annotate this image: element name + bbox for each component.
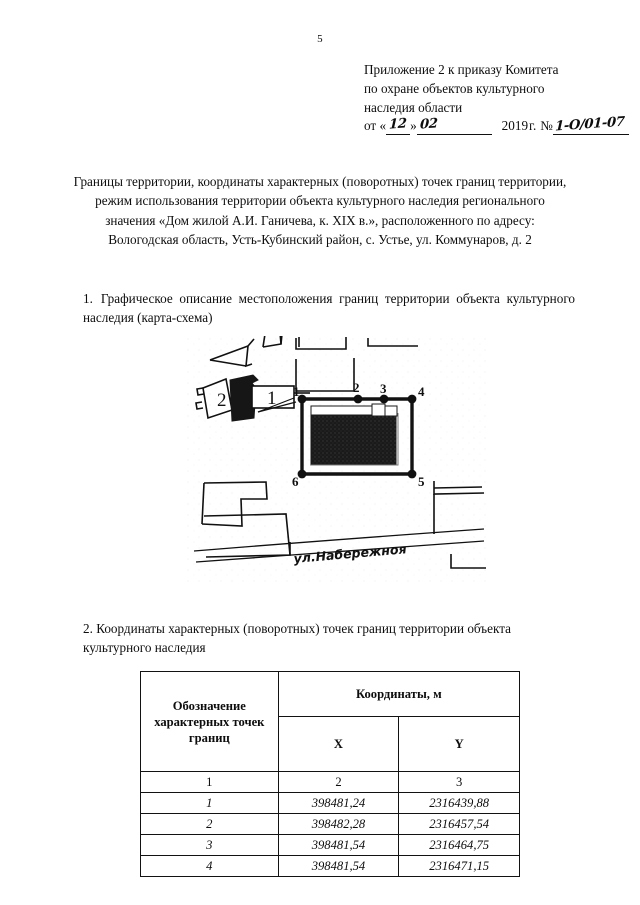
row-y: 2316471,15 xyxy=(398,855,520,877)
date-day-value: 12 xyxy=(389,116,408,133)
page-number: 5 xyxy=(317,33,323,45)
header-y: Y xyxy=(398,716,520,772)
order-date-line: от « 12 » 02 2019 г. № 1-О/01-07 xyxy=(364,114,640,137)
map-vertex-4 xyxy=(407,394,417,404)
table-column-number-row: 1 2 3 xyxy=(140,771,520,793)
row-y: 2316464,75 xyxy=(398,834,520,856)
map-vertex-label-6: 6 xyxy=(292,474,299,489)
table-row: 1 398481,24 2316439,88 xyxy=(140,792,520,814)
map-vertex-label-5: 5 xyxy=(418,474,425,489)
map-vertex-label-3: 3 xyxy=(380,381,387,396)
date-mid: » xyxy=(410,118,417,133)
map-callout-label-2: 2 xyxy=(217,390,227,411)
order-number-field: 1-О/01-07 xyxy=(552,114,629,135)
row-x: 398482,28 xyxy=(277,813,400,835)
map-left-buildings: 2 1 xyxy=(195,374,310,422)
row-y: 2316439,88 xyxy=(398,792,520,814)
order-number-value: 1-О/01-07 xyxy=(554,114,625,135)
header-designation: Обозначение характерных точек границ xyxy=(140,671,279,772)
row-point: 1 xyxy=(140,792,279,814)
header-block: Приложение 2 к приказу Комитета по охран… xyxy=(364,60,626,117)
map-vertex-label-2: 2 xyxy=(353,380,360,395)
row-y: 2316457,54 xyxy=(398,813,520,835)
column-number-3: 3 xyxy=(398,771,520,793)
map-vertex-3 xyxy=(379,394,389,404)
row-x: 398481,24 xyxy=(277,792,400,814)
map-vertex-labels: 1 2 3 4 5 6 xyxy=(292,380,425,489)
coordinates-table-body: 1 2 3 1 398481,24 2316439,88 2 398482,28… xyxy=(140,771,520,877)
column-number-1: 1 xyxy=(140,771,279,793)
header-line-1: Приложение 2 к приказу Комитета xyxy=(364,62,559,77)
section-1-number: 1. xyxy=(83,291,93,306)
section-2: 2. Координаты характерных (поворотных) т… xyxy=(83,621,511,656)
map-building-outlines xyxy=(209,336,418,392)
header-line-3: наследия области xyxy=(364,100,463,115)
map-callout-label-1: 1 xyxy=(267,388,277,409)
map-lower-buildings xyxy=(201,481,291,558)
table-header-row-1: Обозначение характерных точек границ Коо… xyxy=(140,671,521,772)
date-year: 2019 xyxy=(501,118,529,133)
cadastral-map-svg: 2 1 1 xyxy=(186,336,486,584)
date-day-field: 12 xyxy=(386,115,411,135)
date-prefix: от « xyxy=(364,118,387,133)
section-1: 1.Графическое описание местоположения гр… xyxy=(83,289,575,328)
table-header-row-2: X Y xyxy=(141,716,520,772)
table-row: 4 398481,54 2316471,15 xyxy=(140,855,520,877)
header-line-2: по охране объектов культурного xyxy=(364,81,545,96)
header-x: X xyxy=(277,716,400,772)
header-coordinates: Координаты, м xyxy=(277,671,521,717)
map-vertex-1 xyxy=(297,394,307,404)
map-right-buildings xyxy=(433,481,486,569)
map-vertex-label-4: 4 xyxy=(418,384,425,399)
map-vertices xyxy=(297,394,417,479)
map-territory-boundary xyxy=(300,397,414,476)
coordinates-table-head: Обозначение характерных точек границ Коо… xyxy=(140,671,521,772)
row-point: 3 xyxy=(140,834,279,856)
column-number-2: 2 xyxy=(277,771,400,793)
date-month-value: 02 xyxy=(419,116,438,133)
row-point: 4 xyxy=(140,855,279,877)
row-x: 398481,54 xyxy=(277,855,400,877)
row-x: 398481,54 xyxy=(277,834,400,856)
table-row: 3 398481,54 2316464,75 xyxy=(140,834,520,856)
map-scheme: 2 1 1 xyxy=(186,336,486,584)
page-title: Границы территории, координаты характерн… xyxy=(73,174,567,247)
map-vertex-2 xyxy=(353,394,363,404)
coordinates-table: Обозначение характерных точек границ Коо… xyxy=(140,671,521,877)
date-month-field: 02 xyxy=(416,115,492,135)
date-year-suffix: г. xyxy=(529,118,537,133)
section-1-text: Графическое описание местоположения гран… xyxy=(83,291,575,326)
table-row: 2 398482,28 2316457,54 xyxy=(140,813,520,835)
map-vertex-6 xyxy=(297,469,307,479)
map-vertex-label-1: 1 xyxy=(293,384,300,399)
row-point: 2 xyxy=(140,813,279,835)
order-number-prefix: № xyxy=(540,118,553,133)
map-vertex-5 xyxy=(407,469,417,479)
